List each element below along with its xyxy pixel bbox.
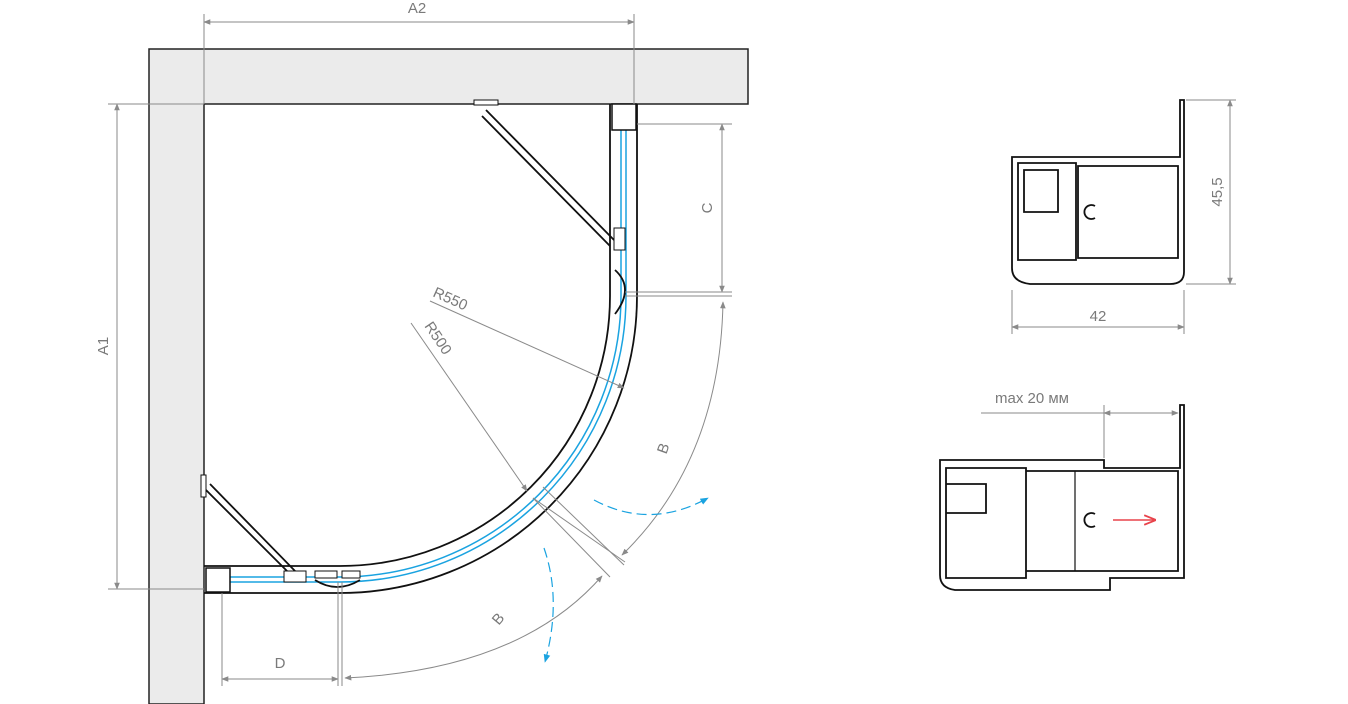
label-c: C <box>699 202 716 213</box>
label-max-adjust: max 20 мм <box>995 390 1069 407</box>
dimension-r550: R550 <box>429 284 625 389</box>
dimension-c: C <box>625 123 732 297</box>
dimension-b-bottom: B <box>344 497 611 681</box>
label-b-right: B <box>654 441 673 456</box>
dimension-r500: R500 <box>410 319 528 492</box>
enclosure-frame <box>200 99 638 594</box>
label-r500: R500 <box>421 319 455 358</box>
label-height: 45,5 <box>1209 177 1226 206</box>
dimension-a2: A2 <box>203 0 635 104</box>
label-a1: A1 <box>95 337 112 355</box>
dimension-d: D <box>221 582 343 686</box>
label-width: 42 <box>1090 308 1107 325</box>
label-d: D <box>275 655 286 672</box>
profile-section-top: 45,5 42 <box>1011 99 1236 334</box>
label-b-bottom: B <box>489 610 508 629</box>
profile-section-bottom: max 20 мм <box>939 390 1185 591</box>
dimension-b-right: B <box>532 301 726 566</box>
dimension-a1: A1 <box>95 103 204 590</box>
label-a2: A2 <box>408 0 426 17</box>
